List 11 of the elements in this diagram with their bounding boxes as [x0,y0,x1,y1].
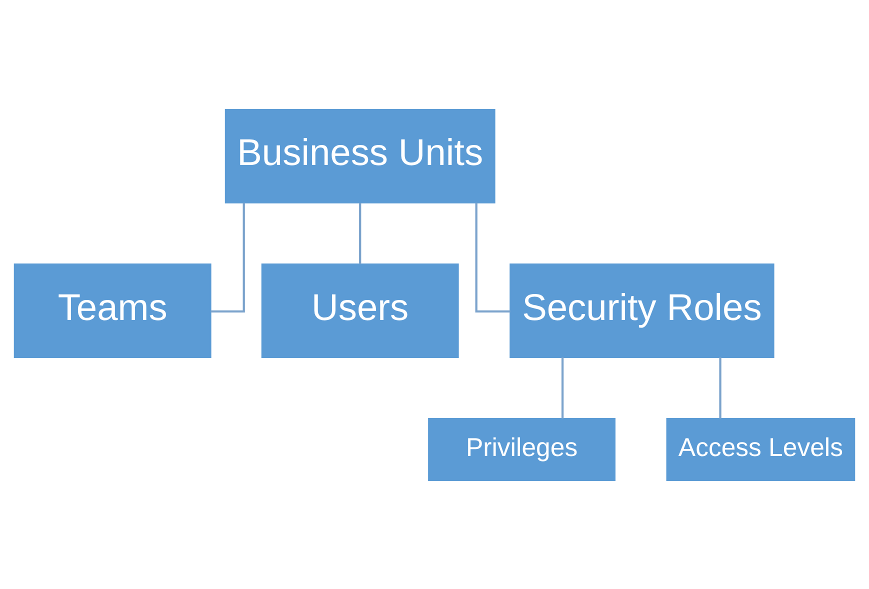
node-box: Privileges [428,418,616,480]
node-box: Access Levels [666,418,856,480]
node-box: Users [261,263,459,358]
connector [561,356,564,418]
node-box: Security Roles [510,263,774,358]
connector [475,202,510,312]
connector [359,202,362,264]
connector [210,202,245,312]
connector [719,356,722,418]
node-box: Business Units [224,108,496,203]
node-box: Teams [14,263,212,358]
